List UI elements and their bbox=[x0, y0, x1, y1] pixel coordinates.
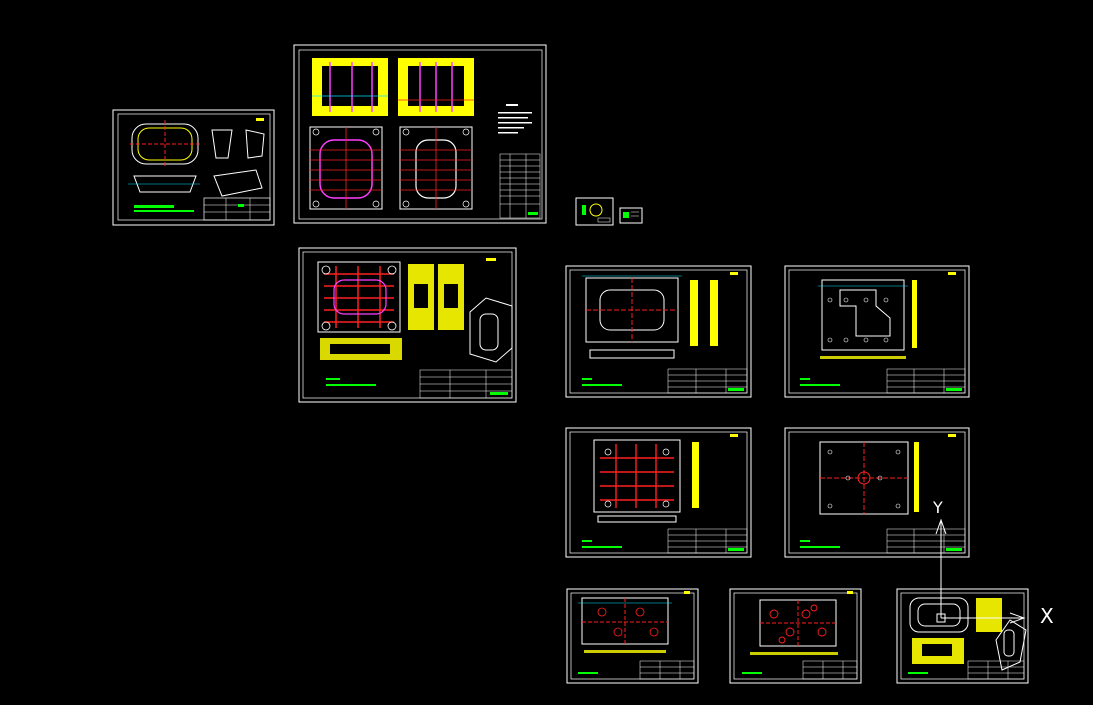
title-block bbox=[667, 368, 748, 394]
ucs-x-axis-label: X bbox=[1040, 604, 1054, 628]
title-block bbox=[419, 369, 513, 399]
title-block bbox=[967, 660, 1025, 680]
sheet-cavity-plate[interactable] bbox=[298, 247, 517, 403]
technical-notes bbox=[498, 104, 532, 134]
ucs-icon bbox=[935, 518, 1026, 624]
title-block bbox=[667, 528, 748, 554]
sheet-assembly[interactable] bbox=[293, 44, 547, 224]
title-block bbox=[886, 528, 966, 554]
title-block bbox=[639, 660, 695, 680]
mini-sheet-1[interactable] bbox=[575, 197, 614, 226]
sheet-plate-a[interactable] bbox=[565, 265, 752, 398]
sheet-plate-d[interactable] bbox=[784, 427, 970, 558]
parts-list-table bbox=[499, 153, 541, 219]
sheet-part-drawing[interactable] bbox=[112, 109, 275, 226]
sheet-plate-c[interactable] bbox=[565, 427, 752, 558]
title-block bbox=[802, 660, 858, 680]
title-block bbox=[886, 368, 966, 394]
ucs-y-axis-label: Y bbox=[933, 498, 943, 517]
sheet-core-insert[interactable] bbox=[896, 588, 1029, 684]
title-block bbox=[203, 197, 271, 221]
sheet-small-plate-2[interactable] bbox=[729, 588, 862, 684]
sheet-small-plate-1[interactable] bbox=[566, 588, 699, 684]
sheet-plate-b[interactable] bbox=[784, 265, 970, 398]
mini-sheet-2[interactable] bbox=[619, 207, 643, 224]
